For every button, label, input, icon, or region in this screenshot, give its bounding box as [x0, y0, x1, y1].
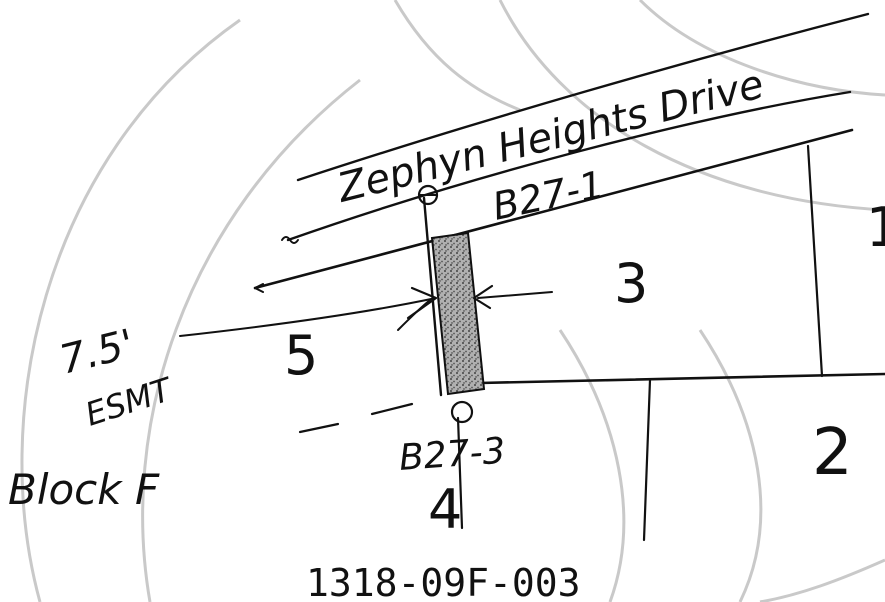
- easement-width: 7.5': [55, 321, 139, 384]
- marker-label-top: B27-1: [489, 162, 608, 228]
- watermark-seal: [20, 0, 885, 602]
- marker-label-bottom: B27-3: [398, 431, 507, 479]
- easement-label: ESMT: [81, 370, 178, 434]
- parcel-id: 1318-09F-003: [306, 561, 581, 602]
- easement-strip: [430, 231, 486, 396]
- street-lines: [253, 12, 870, 293]
- block-label: Block F: [8, 465, 160, 514]
- lot-number-3: 3: [614, 252, 648, 315]
- lot-number-1: 1: [866, 196, 885, 259]
- survey-marker-bottom: [450, 400, 474, 424]
- easement-arrows: [179, 284, 553, 337]
- lot-number-4: 4: [428, 478, 462, 541]
- lot-number-2: 2: [812, 416, 853, 490]
- lot-number-5: 5: [284, 324, 318, 387]
- lot-lines: [298, 144, 885, 542]
- survey-marker-top: [417, 184, 439, 206]
